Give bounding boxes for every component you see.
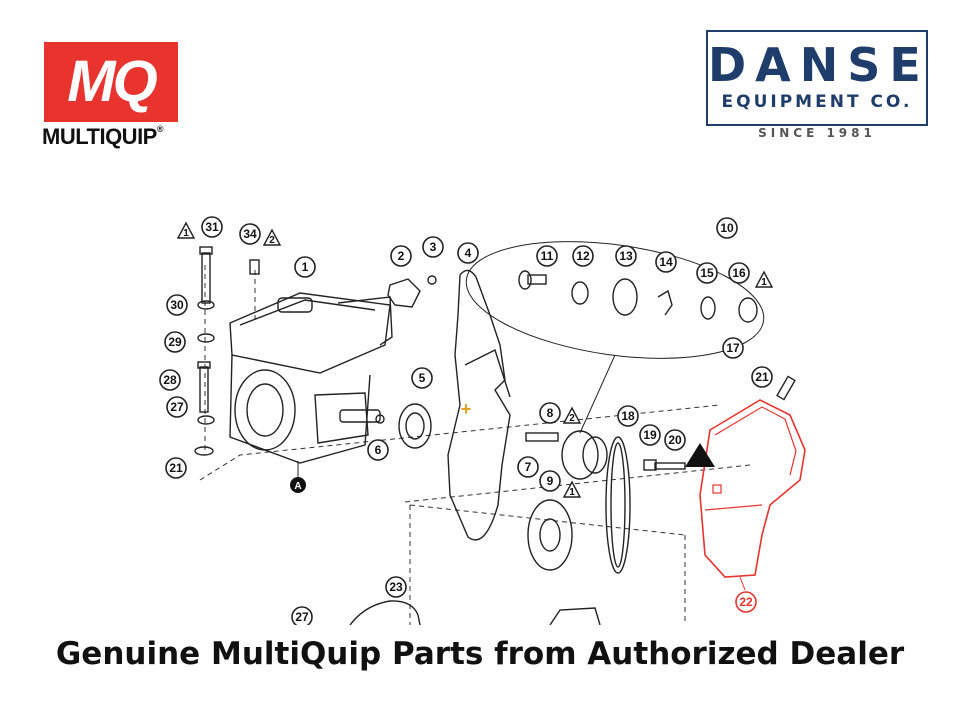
dealer-caption: Genuine MultiQuip Parts from Authorized …: [55, 636, 905, 672]
callout-2-label: 2: [398, 249, 405, 263]
callout-21: 21: [751, 366, 773, 388]
callout-12-label: 12: [576, 249, 590, 263]
plus-mark: +: [461, 399, 472, 419]
exploded-parts-diagram: + A 3: [159, 216, 806, 625]
callout-7: 7: [517, 456, 539, 478]
callout-13: 13: [615, 245, 637, 267]
callout-9-label: 9: [547, 474, 554, 488]
callout-17: 17: [722, 337, 744, 359]
callout-28: 27: [291, 606, 313, 625]
callout-10: 10: [716, 217, 738, 239]
callout-6: 6: [367, 439, 389, 461]
callout-19: 19: [639, 424, 661, 446]
callout-15: 15: [696, 262, 718, 284]
reference-marker-a: A: [290, 477, 306, 493]
callout-11-label: 11: [541, 249, 554, 263]
callout-30-label: 28: [163, 373, 177, 387]
danse-logo-frame: DANSE EQUIPMENT CO.: [706, 30, 928, 126]
callout-30: 28: [159, 369, 181, 391]
callout-8-label: 8: [547, 406, 554, 420]
callout-33: 31: [201, 216, 223, 238]
callout-29-label: 27: [170, 400, 184, 414]
engine-assembly: [229, 292, 393, 480]
callout-11: 11: [536, 245, 558, 267]
callout-13-label: 13: [619, 249, 633, 263]
warning-triangle-8-label: 2: [569, 413, 575, 424]
danse-logo-since: SINCE 1981: [758, 126, 876, 140]
callout-22-label: 22: [739, 595, 753, 609]
multiquip-logo-mark: MQ: [44, 42, 178, 122]
callout-18: 18: [617, 405, 639, 427]
mounting-plate: +: [447, 269, 511, 541]
callout-31-label: 29: [168, 335, 182, 349]
callout-19-label: 19: [643, 428, 657, 442]
callout-31: 29: [164, 331, 186, 353]
callout-7-label: 7: [525, 460, 532, 474]
warning-triangle-33: 1: [176, 221, 196, 239]
callout-20: 20: [664, 429, 686, 451]
danse-equipment-logo: DANSE EQUIPMENT CO. SINCE 1981: [706, 30, 928, 142]
callout-17-label: 17: [726, 341, 740, 355]
callout-34-label: 34: [243, 227, 257, 241]
callout-4: 4: [457, 242, 479, 264]
callout-32-label: 30: [170, 298, 184, 312]
callout-9: 9: [539, 470, 561, 492]
warning-triangle-8: 2: [562, 406, 582, 424]
warning-triangle-33-label: 1: [183, 228, 189, 239]
callout-15-label: 15: [700, 266, 714, 280]
warning-triangle-9-label: 1: [569, 487, 575, 498]
callout-28-label: 27: [295, 610, 309, 624]
filled-warning-triangle: [685, 443, 715, 467]
callout-16-label: 16: [732, 266, 746, 280]
callout-3: 3: [422, 236, 444, 258]
callout-23: 21: [165, 457, 187, 479]
warning-triangle-16: 1: [754, 270, 774, 288]
callout-1: 1: [294, 256, 316, 278]
callout-27: 23: [385, 576, 407, 598]
callout-12: 12: [572, 245, 594, 267]
multiquip-logo: MQ MULTIQUIP®: [40, 42, 180, 150]
callout-34: 34: [239, 223, 261, 245]
danse-logo-name: DANSE: [708, 38, 930, 92]
callout-32: 30: [166, 294, 188, 316]
warning-triangle-9: 1: [562, 480, 582, 498]
callout-22-highlighted: 22: [735, 591, 757, 613]
belt-guard-highlighted: [699, 399, 806, 591]
multiquip-wordmark-text: MULTIQUIP: [42, 124, 157, 149]
callout-23-label: 21: [169, 461, 183, 475]
callout-14: 14: [655, 251, 677, 273]
reference-marker-label: A: [294, 481, 301, 492]
multiquip-logo-wordmark: MULTIQUIP®: [42, 124, 164, 150]
left-fasteners: [194, 246, 260, 456]
callout-20-label: 20: [668, 433, 682, 447]
callout-5-label: 5: [419, 371, 426, 385]
registered-mark: ®: [156, 124, 164, 134]
belt-guard-shape: [699, 399, 806, 578]
callout-21-label: 21: [755, 370, 769, 384]
callout-6-label: 6: [375, 443, 382, 457]
multiquip-logo-letters: MQ: [67, 49, 157, 114]
callout-29: 27: [166, 396, 188, 418]
callout-10-label: 10: [720, 221, 734, 235]
pulley-components: [465, 241, 796, 574]
callout-16: 16: [728, 262, 750, 284]
warning-triangle-34-label: 2: [269, 235, 275, 246]
warning-triangle-34: 2: [262, 228, 282, 246]
callout-4-label: 4: [465, 246, 472, 260]
callout-3-label: 3: [430, 240, 437, 254]
callout-2: 2: [390, 245, 412, 267]
callout-33-label: 31: [205, 220, 219, 234]
danse-logo-subtitle: EQUIPMENT CO.: [721, 92, 913, 112]
callout-8: 8: [539, 402, 561, 424]
callout-18-label: 18: [621, 409, 635, 423]
callout-1-label: 1: [302, 260, 309, 274]
callout-27-label: 23: [389, 580, 403, 594]
callout-5: 5: [411, 367, 433, 389]
lower-parts: [349, 600, 601, 625]
warning-triangle-16-label: 1: [761, 277, 767, 288]
callout-14-label: 14: [659, 255, 673, 269]
flange-parts: [375, 275, 437, 449]
